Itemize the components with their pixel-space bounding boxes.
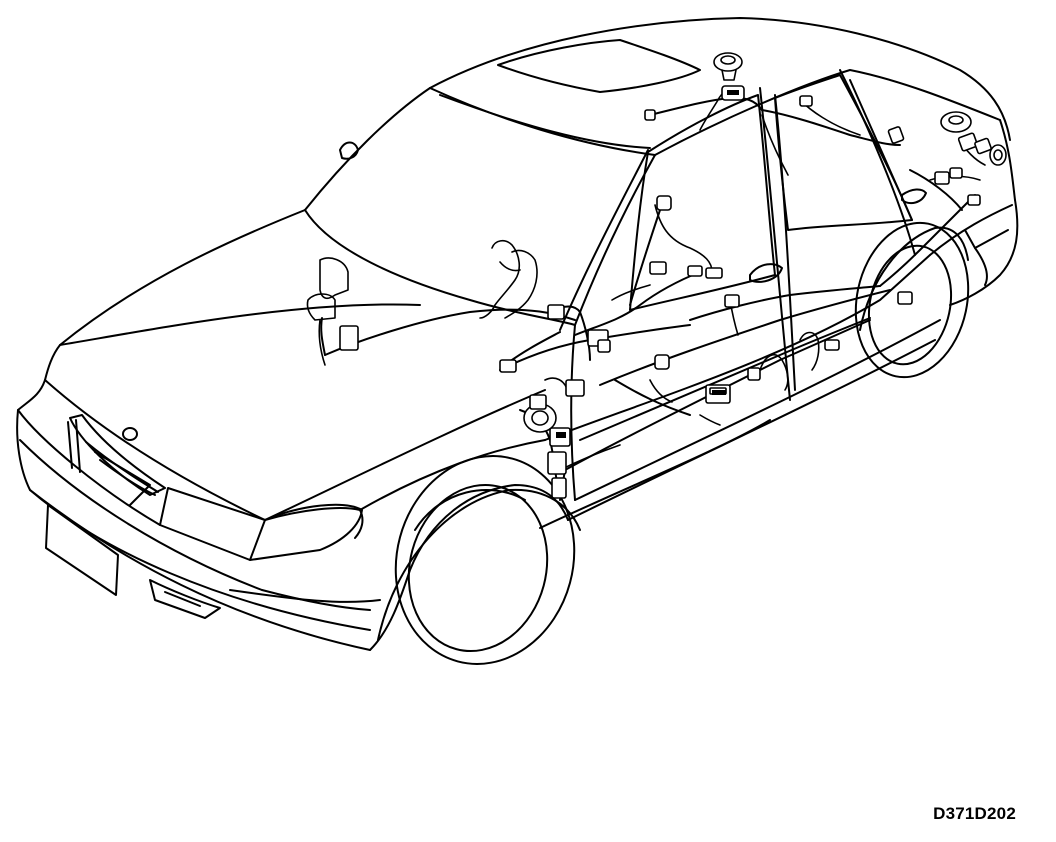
car-body-outline <box>16 17 1019 651</box>
wiring-harness <box>306 87 986 496</box>
front-wheel <box>377 455 581 665</box>
figure-id-label: D371D202 <box>933 804 1016 823</box>
electrical-components <box>499 52 1007 499</box>
